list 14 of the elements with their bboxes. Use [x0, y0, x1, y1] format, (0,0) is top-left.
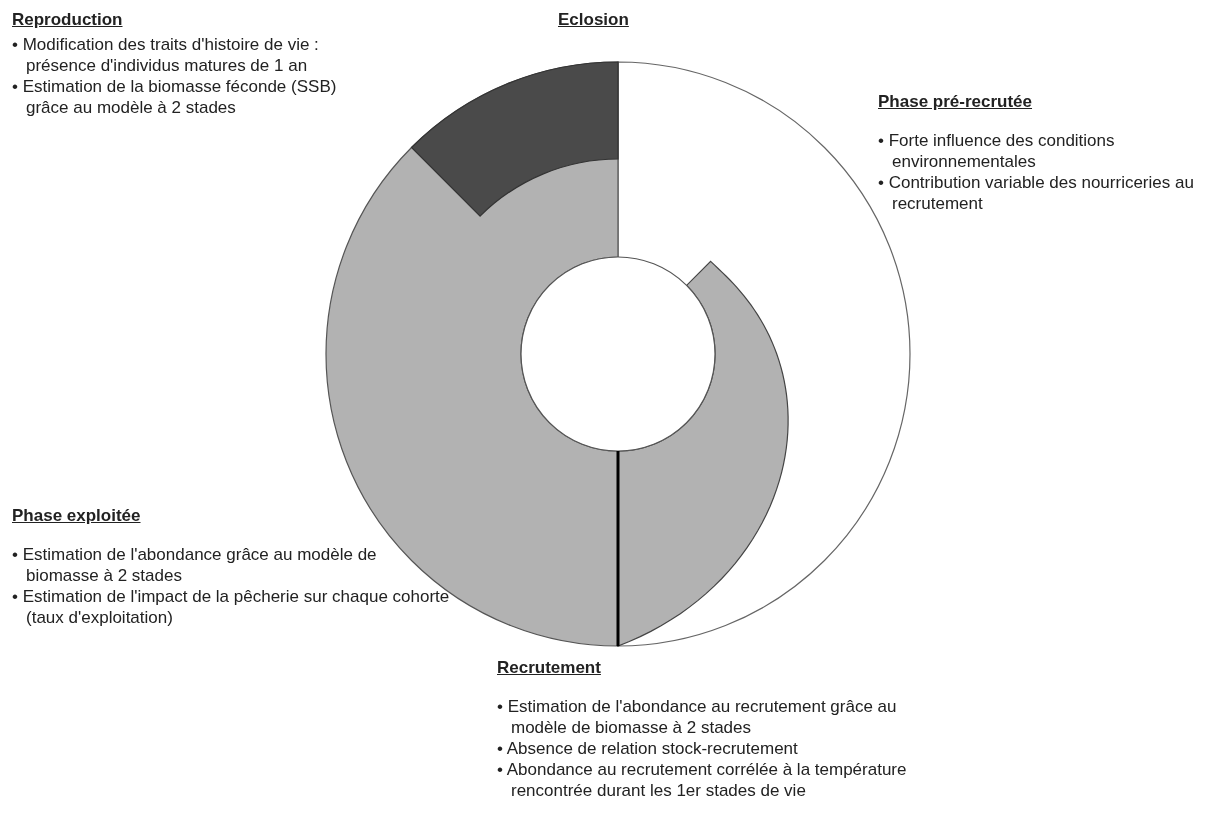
section-heading: Phase pré-recrutée: [878, 91, 1033, 112]
bullet-point: • Forte influence des conditions environnementales: [878, 130, 1116, 172]
bullet-point: • Contribution variable des nourriceries au recrutement: [878, 172, 1195, 214]
bullet-point: • Estimation de l'abondance au recrutement grâce au modèle de biomasse à 2 stades: [497, 696, 898, 738]
bullet-point: • Estimation de la biomasse féconde (SSB) grâce au modèle à 2 stades: [12, 76, 338, 118]
bullet-point: • Abondance au recrutement corrélée à la température rencontrée durant les 1er stades de vie: [497, 759, 908, 801]
bullet-point: • Modification des traits d'histoire de vie : présence d'individus matures de 1 an: [12, 34, 320, 76]
bullet-point: • Absence de relation stock-recrutement: [497, 738, 799, 759]
section-heading: Recrutement: [497, 657, 601, 678]
section-heading: Phase exploitée: [12, 505, 141, 526]
section-heading: Eclosion: [558, 9, 629, 30]
section-heading: Reproduction: [12, 9, 123, 30]
bullet-point: • Estimation de l'impact de la pêcherie sur chaque cohorte (taux d'exploitation): [12, 586, 451, 628]
bullet-point: • Estimation de l'abondance grâce au modèle de biomasse à 2 stades: [12, 544, 378, 586]
